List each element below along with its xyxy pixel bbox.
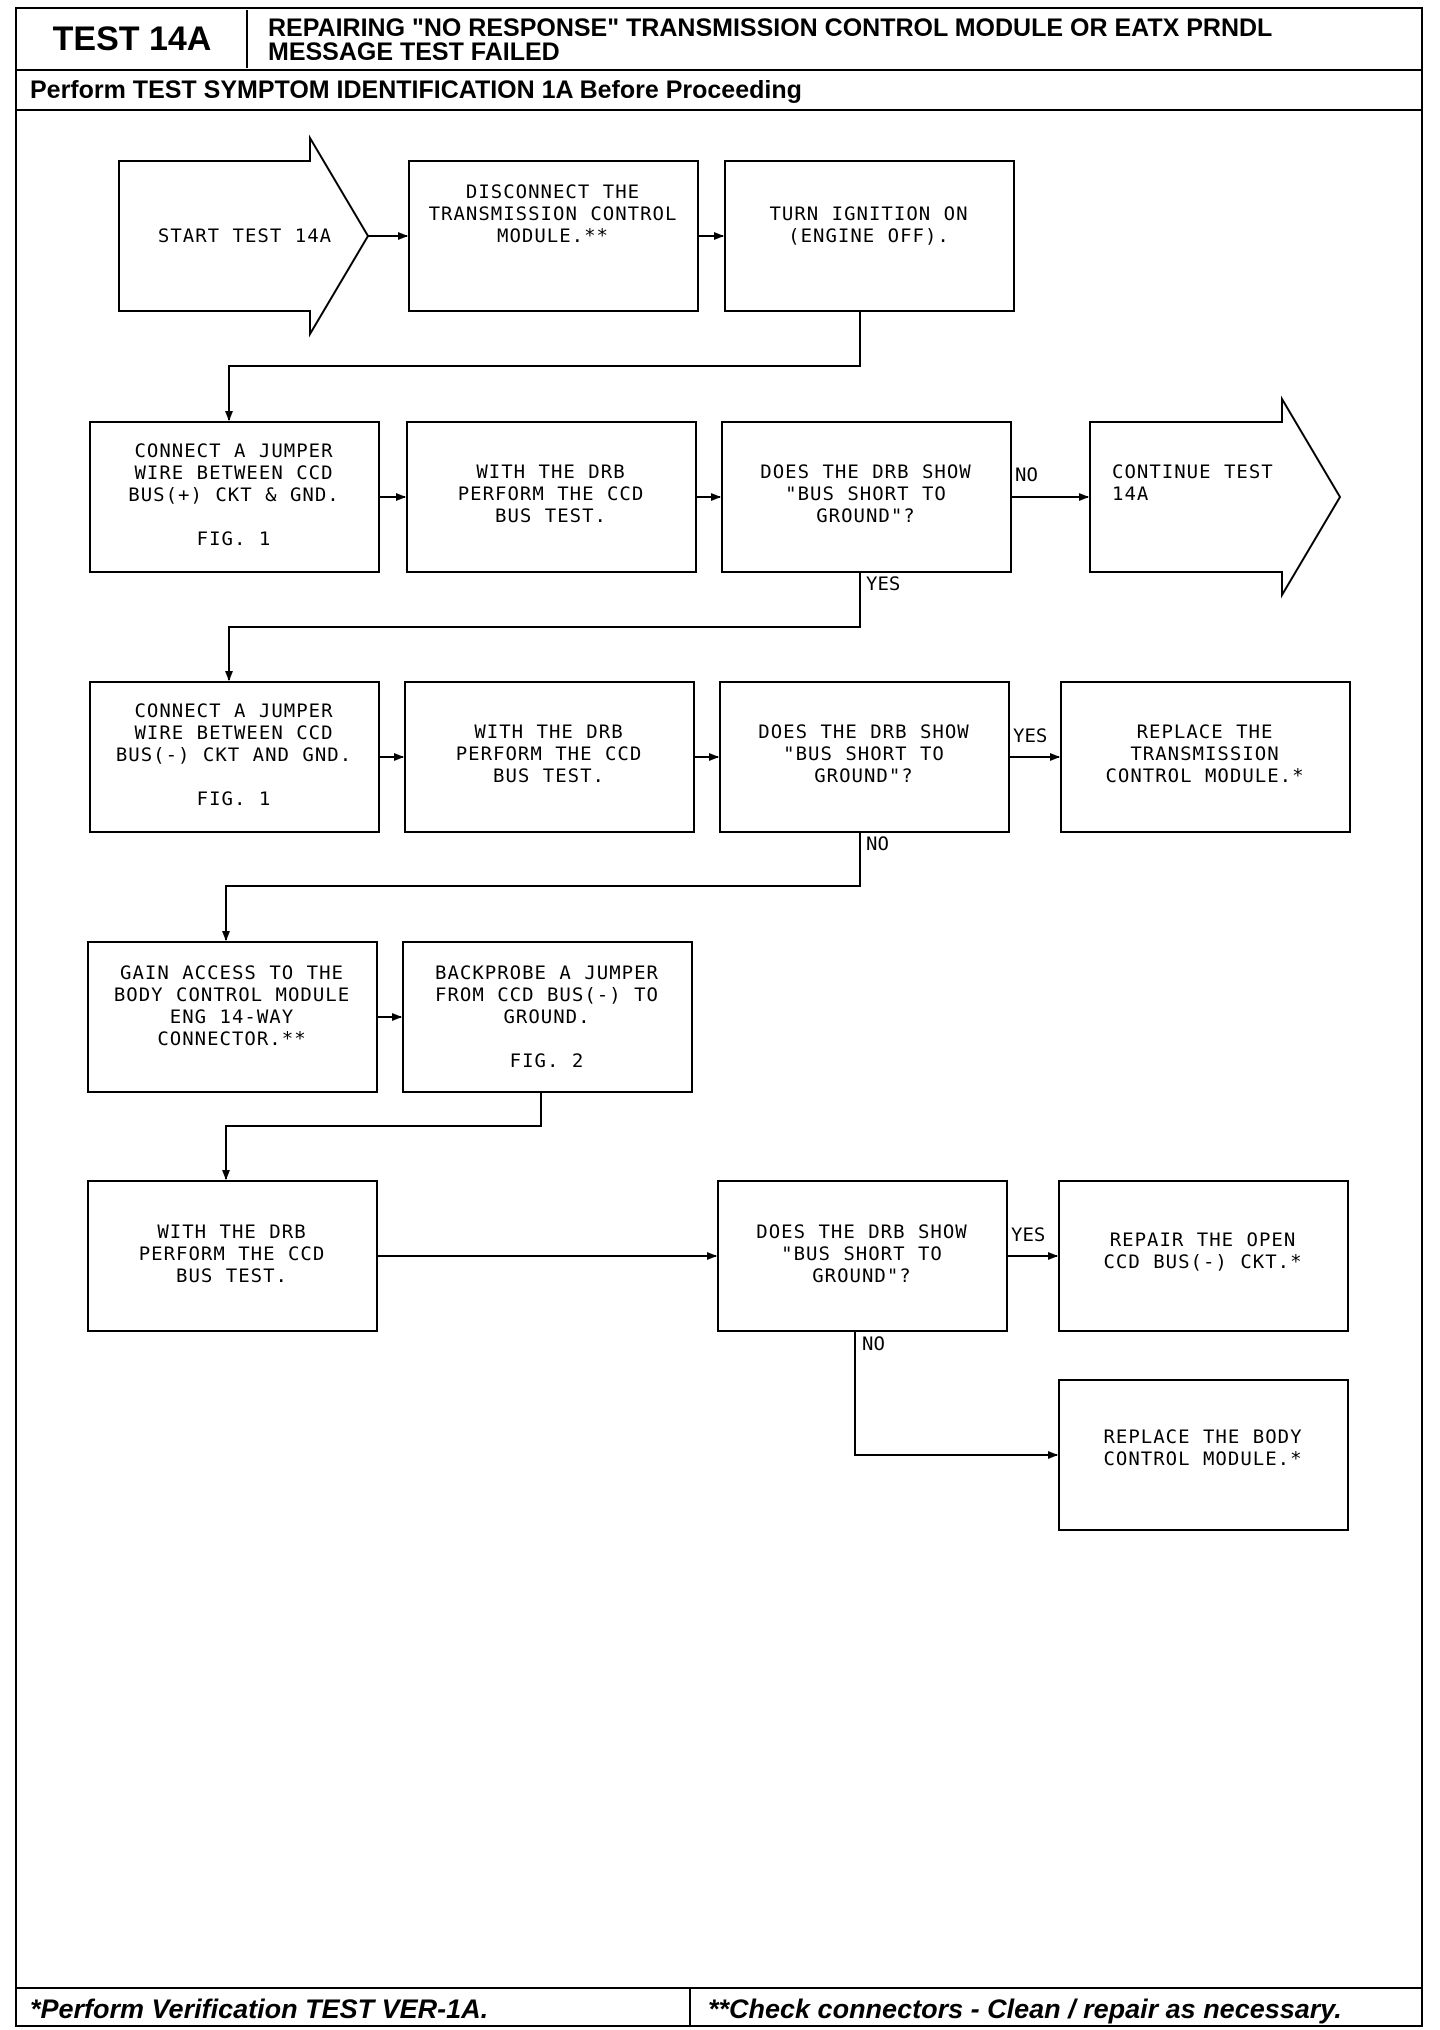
edge-short1-jumper-minus bbox=[225, 572, 861, 681]
edge-backprobe-drb3 bbox=[222, 1092, 542, 1180]
edge-label-q1-yes: YES bbox=[866, 573, 900, 595]
text-line: REPLACE THE bbox=[1137, 721, 1274, 743]
text-line: "BUS SHORT TO bbox=[783, 743, 945, 765]
text-line: CONTROL MODULE.* bbox=[1103, 1448, 1302, 1470]
test-title: REPAIRING "NO RESPONSE" TRANSMISSION CON… bbox=[268, 14, 1273, 66]
replace-bcm-box bbox=[1058, 1379, 1349, 1531]
text-line: WITH THE DRB bbox=[157, 1221, 306, 1243]
test-id: TEST 14A bbox=[18, 10, 248, 68]
text-line: DOES THE DRB SHOW bbox=[758, 721, 969, 743]
edge-ignition-jumper-plus bbox=[225, 311, 861, 421]
text-line: GROUND"? bbox=[816, 505, 916, 527]
repair-open-box bbox=[1058, 1180, 1349, 1332]
text-line: GROUND"? bbox=[814, 765, 914, 787]
text-line: CONTROL MODULE.* bbox=[1105, 765, 1304, 787]
text-line: PERFORM THE CCD bbox=[139, 1243, 326, 1265]
edge-label-q3-no: NO bbox=[862, 1333, 885, 1355]
text-line: CONNECT A JUMPER bbox=[134, 700, 333, 722]
ignition-on-box bbox=[724, 160, 1015, 312]
text-line: TRANSMISSION CONTROL bbox=[429, 203, 678, 225]
start-text: START TEST 14A bbox=[158, 225, 332, 247]
text-line: BUS TEST. bbox=[495, 505, 607, 527]
text-line: ENG 14-WAY bbox=[170, 1006, 294, 1028]
edge-label-q3-yes: YES bbox=[1011, 1224, 1045, 1246]
text-line: DOES THE DRB SHOW bbox=[756, 1221, 967, 1243]
ignition-on-text: TURN IGNITION ON(ENGINE OFF). bbox=[769, 203, 968, 247]
text-line: WITH THE DRB bbox=[474, 721, 623, 743]
text-line: REPAIR THE OPEN bbox=[1110, 1229, 1297, 1251]
text-line: (ENGINE OFF). bbox=[788, 225, 950, 247]
text-line: BUS TEST. bbox=[176, 1265, 288, 1287]
text-line: BUS TEST. bbox=[493, 765, 605, 787]
text-line: START TEST 14A bbox=[158, 225, 332, 247]
text-line: BUS(+) CKT & GND. bbox=[128, 484, 339, 506]
text-line: WIRE BETWEEN CCD bbox=[134, 462, 333, 484]
replace-tcm-box bbox=[1060, 681, 1351, 833]
continue-arrow-shape bbox=[1089, 395, 1342, 599]
backprobe-box bbox=[402, 941, 693, 1093]
edge-label-q2-no: NO bbox=[866, 833, 889, 855]
text-line: BODY CONTROL MODULE bbox=[114, 984, 350, 1006]
prerequisite-note: Perform TEST SYMPTOM IDENTIFICATION 1A B… bbox=[30, 76, 802, 104]
edge-short3-replace-bcm bbox=[854, 1331, 1058, 1459]
footer-connector-note: **Check connectors - Clean / repair as n… bbox=[708, 1994, 1342, 2024]
start-arrow-shape bbox=[118, 134, 370, 338]
footer-verification-note: *Perform Verification TEST VER-1A. bbox=[30, 1994, 489, 2024]
text-line bbox=[541, 1028, 553, 1050]
text-line: 14A bbox=[1112, 483, 1149, 505]
text-line: DOES THE DRB SHOW bbox=[760, 461, 971, 483]
text-line: REPLACE THE BODY bbox=[1103, 1426, 1302, 1448]
text-line: MODULE.** bbox=[497, 225, 609, 247]
text-line: FIG. 2 bbox=[510, 1050, 585, 1072]
text-line: BUS(-) CKT AND GND. bbox=[116, 744, 352, 766]
text-line: DISCONNECT THE bbox=[466, 181, 640, 203]
text-line: PERFORM THE CCD bbox=[458, 483, 645, 505]
text-line: "BUS SHORT TO bbox=[781, 1243, 943, 1265]
page-frame bbox=[15, 7, 1423, 2027]
text-line: BACKPROBE A JUMPER bbox=[435, 962, 659, 984]
text-line: CCD BUS(-) CKT.* bbox=[1103, 1251, 1302, 1273]
text-line: CONNECTOR.** bbox=[157, 1028, 306, 1050]
edge-short2-access-bcm bbox=[222, 832, 861, 941]
text-line: FIG. 1 bbox=[197, 528, 272, 550]
text-line: TRANSMISSION bbox=[1130, 743, 1279, 765]
text-line: TURN IGNITION ON bbox=[769, 203, 968, 225]
text-line: GROUND. bbox=[503, 1006, 590, 1028]
text-line: GAIN ACCESS TO THE bbox=[120, 962, 344, 984]
text-line: PERFORM THE CCD bbox=[456, 743, 643, 765]
text-line: WIRE BETWEEN CCD bbox=[134, 722, 333, 744]
text-line: FROM CCD BUS(-) TO bbox=[435, 984, 659, 1006]
edge-label-q1-no: NO bbox=[1015, 464, 1038, 486]
text-line bbox=[228, 766, 240, 788]
text-line: GROUND"? bbox=[812, 1265, 912, 1287]
text-line: WITH THE DRB bbox=[476, 461, 625, 483]
text-line: CONTINUE TEST bbox=[1112, 461, 1274, 483]
edge-label-q2-yes: YES bbox=[1013, 725, 1047, 747]
text-line: "BUS SHORT TO bbox=[785, 483, 947, 505]
text-line bbox=[228, 506, 240, 528]
text-line: FIG. 1 bbox=[197, 788, 272, 810]
text-line: CONNECT A JUMPER bbox=[134, 440, 333, 462]
